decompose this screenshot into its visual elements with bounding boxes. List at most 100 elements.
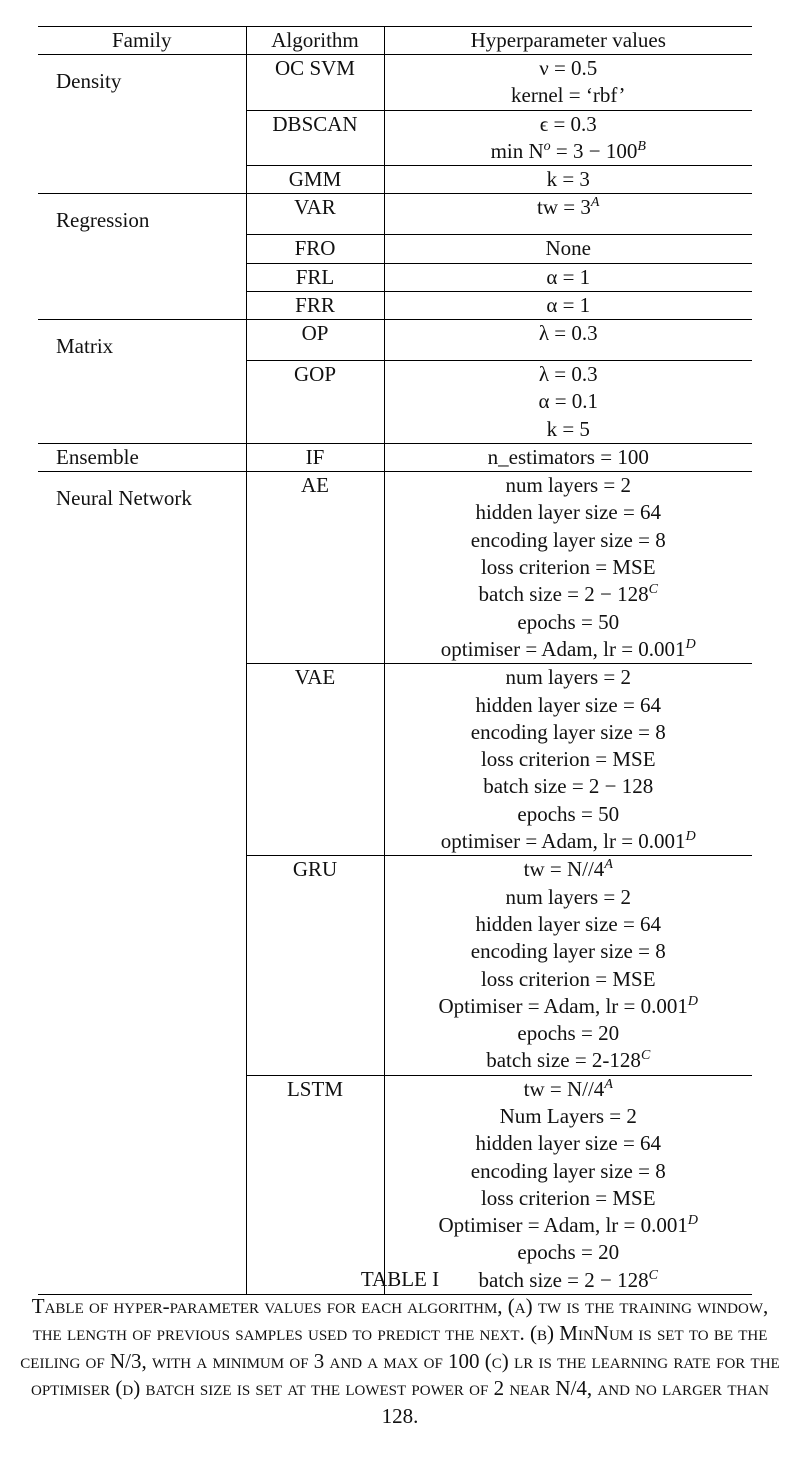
hyperparameter-value: Num Layers = 2 (499, 1103, 637, 1128)
header-hyperparameter-values: Hyperparameter values (470, 28, 666, 52)
hyperparameter-value: encoding layer size = 8 (470, 527, 666, 552)
algorithm-name: LSTM (286, 1076, 343, 1101)
header-algorithm: Algorithm (245, 26, 385, 55)
hyperparameter-value: ϵ = 0.3 (539, 111, 597, 136)
hyperparameter-value: batch size = 2 − 128C (478, 582, 658, 607)
algorithm-name: VAR (294, 195, 336, 220)
hyperparameter-cell: n_estimators = 100 (384, 442, 752, 472)
family-cell (38, 360, 246, 443)
hyperparameter-cell: α = 1 (384, 262, 752, 292)
hyperparameter-cell: ν = 0.5 kernel = ‘rbf’ (384, 54, 752, 111)
algorithm-name: GRU (292, 857, 338, 882)
hyperparameter-value: tw = N//4A (523, 857, 613, 882)
hyperparameter-value: batch size = 2 − 128C (478, 1267, 658, 1292)
hyperparameter-value: epochs = 50 (517, 609, 620, 634)
caption-text: Table of hyper-parameter values for each… (20, 1294, 780, 1428)
header-family: Family (111, 28, 172, 52)
algorithm-cell: LSTM (245, 1074, 385, 1295)
hyperparameter-value: hidden layer size = 64 (475, 1131, 662, 1156)
hyperparameter-value: encoding layer size = 8 (470, 719, 666, 744)
family-name: Ensemble (56, 444, 139, 469)
hyperparameter-value: λ = 0.3 (538, 321, 598, 346)
family-cell (38, 291, 246, 319)
hyperparameter-value: hidden layer size = 64 (475, 692, 662, 717)
family-name: Neural Network (56, 486, 192, 511)
family-cell (38, 664, 246, 856)
table-row: Matrix OP λ = 0.3 (38, 319, 752, 361)
table-row: FRL α = 1 (38, 262, 752, 292)
family-cell (38, 166, 246, 194)
algorithm-cell: FRO (245, 234, 385, 264)
algorithm-cell: OC SVM (245, 54, 385, 111)
algorithm-cell: VAE (245, 663, 385, 856)
hyperparameter-cell: tw = 3A (384, 193, 752, 235)
algorithm-name: GOP (293, 361, 336, 386)
hyperparameter-cell: λ = 0.3 (384, 319, 752, 361)
hyperparameter-value: α = 0.1 (538, 389, 599, 414)
hyperparameter-value: num layers = 2 (505, 884, 632, 909)
hyperparameter-value: loss criterion = MSE (480, 1185, 656, 1210)
table-caption: TABLE I Table of hyper-parameter values … (0, 1266, 800, 1430)
algorithm-cell: FRR (245, 290, 385, 320)
algorithm-cell: GMM (245, 165, 385, 194)
hyperparameter-value: encoding layer size = 8 (470, 1158, 666, 1183)
algorithm-name: OP (301, 321, 329, 346)
algorithm-cell: VAR (245, 193, 385, 235)
algorithm-name: DBSCAN (272, 111, 358, 136)
table-row: Regression VAR tw = 3A (38, 193, 752, 235)
hyperparameter-value: λ = 0.3 (538, 361, 598, 386)
algorithm-cell: OP (245, 319, 385, 361)
hyperparameter-value: Optimiser = Adam, lr = 0.001D (438, 993, 699, 1018)
algorithm-name: AE (301, 473, 329, 498)
hyperparameter-value: epochs = 20 (517, 1021, 620, 1046)
algorithm-name: GMM (288, 167, 342, 192)
family-name: Matrix (56, 334, 114, 359)
hyperparameter-value: Optimiser = Adam, lr = 0.001D (438, 1213, 699, 1238)
table-row: FRR α = 1 (38, 290, 752, 320)
family-cell: Neural Network (38, 471, 246, 664)
hyperparameter-value: loss criterion = MSE (480, 555, 656, 580)
hyperparameter-value: k = 5 (546, 416, 590, 441)
algorithm-cell: IF (245, 442, 385, 472)
table-row: GMM k = 3 (38, 165, 752, 194)
family-cell: Regression (38, 193, 246, 235)
algorithm-cell: AE (245, 471, 385, 664)
algorithm-cell: GOP (245, 359, 385, 444)
table-row: Ensemble IF n_estimators = 100 (38, 442, 752, 472)
hyperparameter-value: ν = 0.5 (539, 56, 598, 80)
family-cell (38, 110, 246, 166)
hyperparameter-value: epochs = 50 (517, 801, 620, 826)
table-container: Family Algorithm Hyperparameter values D… (38, 26, 752, 1295)
hyperparameter-value: optimiser = Adam, lr = 0.001D (440, 636, 696, 661)
hyperparameter-value: α = 1 (546, 264, 591, 289)
table-number: TABLE I (360, 1267, 440, 1291)
hyperparameter-cell: k = 3 (384, 165, 752, 194)
algorithm-name: VAE (294, 665, 336, 690)
hyperparameter-value: encoding layer size = 8 (470, 939, 666, 964)
hyperparameter-cell: α = 1 (384, 290, 752, 320)
algorithm-name: FRR (295, 292, 335, 317)
family-cell: Ensemble (38, 442, 246, 472)
hyperparameter-value: hidden layer size = 64 (475, 500, 662, 525)
hyperparameter-value: num layers = 2 (505, 473, 632, 498)
family-cell: Density (38, 54, 246, 111)
hyperparameter-value: kernel = ‘rbf’ (511, 83, 626, 108)
algorithm-cell: FRL (245, 262, 385, 292)
hyperparameter-value: num layers = 2 (505, 665, 632, 690)
hyperparameter-value: loss criterion = MSE (480, 747, 656, 772)
hyperparameter-value: k = 3 (546, 167, 590, 192)
algorithm-cell: GRU (245, 855, 385, 1076)
hyperparameter-value: batch size = 2 − 128 (483, 774, 654, 799)
hyperparameter-value: optimiser = Adam, lr = 0.001D (440, 829, 696, 854)
algorithm-name: IF (305, 444, 325, 469)
